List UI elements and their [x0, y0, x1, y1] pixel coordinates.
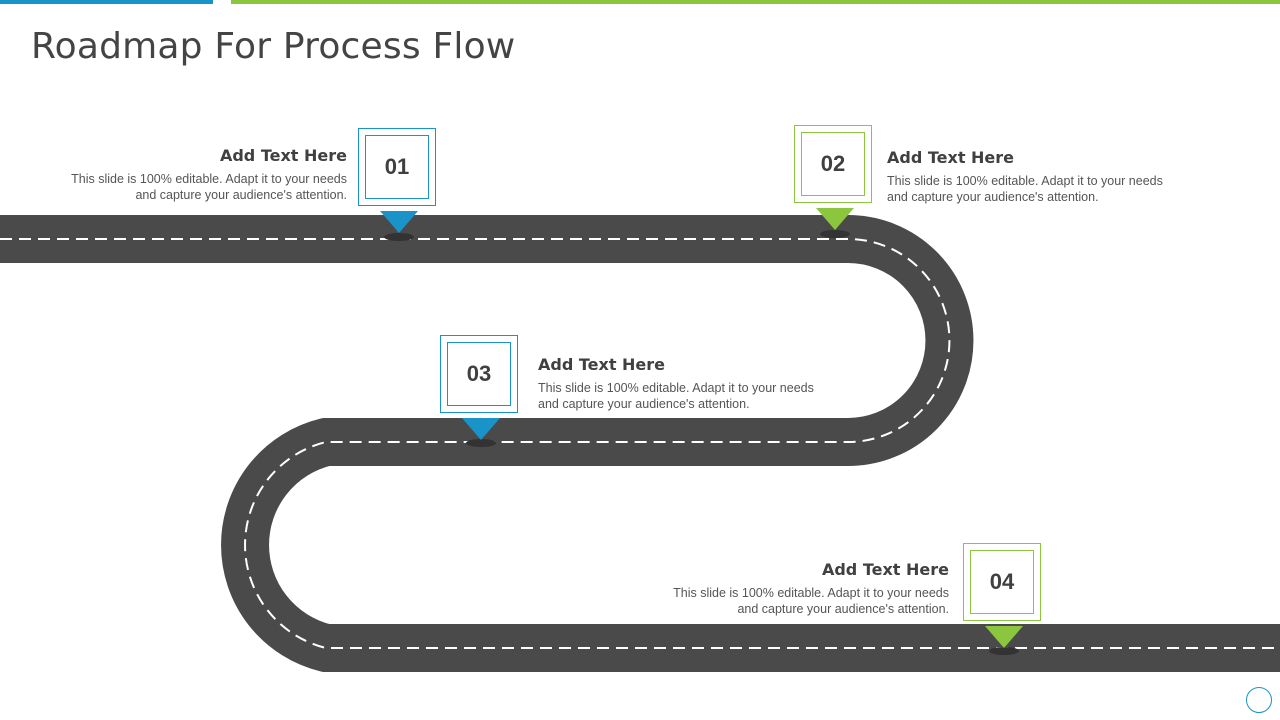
step-marker-03: 03	[440, 335, 518, 413]
step-body-02: This slide is 100% editable. Adapt it to…	[887, 174, 1163, 204]
top-accent-bar-green	[231, 0, 1280, 4]
step-text-04: Add Text Here This slide is 100% editabl…	[659, 560, 949, 617]
road-surface	[0, 215, 1280, 672]
pin-shadow-02	[820, 230, 850, 238]
step-heading-04: Add Text Here	[821, 560, 949, 579]
step-number-03: 03	[447, 342, 511, 406]
step-marker-04: 04	[963, 543, 1041, 621]
step-heading-03: Add Text Here	[538, 355, 666, 374]
pin-pointer-03	[462, 418, 500, 440]
pin-shadow-01	[384, 233, 414, 241]
step-marker-01: 01	[358, 128, 436, 206]
step-text-02: Add Text Here This slide is 100% editabl…	[887, 148, 1177, 205]
top-accent-bar-blue	[0, 0, 213, 4]
step-number-04: 04	[970, 550, 1034, 614]
step-text-03: Add Text Here This slide is 100% editabl…	[538, 355, 828, 412]
pin-pointer-01	[380, 211, 418, 233]
pin-pointer-02	[816, 208, 854, 230]
road-lane-marking	[0, 238, 1280, 649]
step-body-01: This slide is 100% editable. Adapt it to…	[71, 172, 347, 202]
step-text-01: Add Text Here This slide is 100% editabl…	[57, 146, 347, 203]
step-number-02: 02	[801, 132, 865, 196]
step-marker-02: 02	[794, 125, 872, 203]
step-number-01: 01	[365, 135, 429, 199]
step-heading-02: Add Text Here	[887, 148, 1015, 167]
pin-pointer-04	[985, 626, 1023, 648]
page-title: Roadmap For Process Flow	[31, 26, 516, 67]
pin-shadow-03	[466, 439, 496, 447]
pin-shadow-04	[989, 647, 1019, 655]
step-body-03: This slide is 100% editable. Adapt it to…	[538, 381, 814, 411]
step-body-04: This slide is 100% editable. Adapt it to…	[673, 586, 949, 616]
corner-circle-icon	[1246, 687, 1272, 713]
step-heading-01: Add Text Here	[219, 146, 347, 165]
